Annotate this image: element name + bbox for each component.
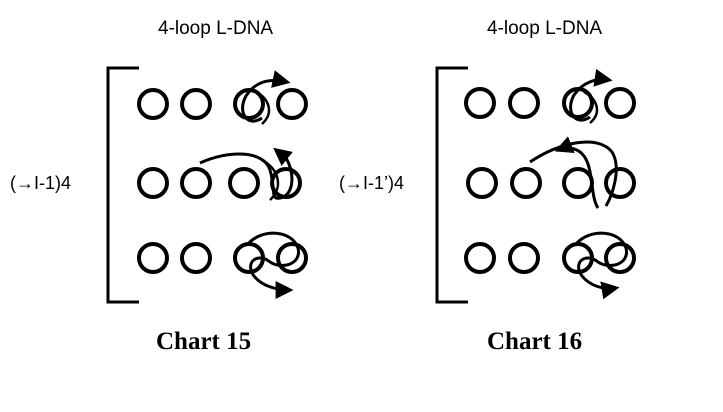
strand-arrow — [241, 70, 291, 123]
row-3-chart-15 — [137, 231, 308, 299]
loop-circle — [276, 242, 308, 274]
loop-circle — [508, 242, 540, 274]
strand-arrow — [574, 231, 628, 300]
bracket-chart-16 — [435, 66, 468, 304]
caption-chart-16: Chart 16 — [487, 328, 583, 355]
chart-15-diagram — [106, 66, 308, 304]
strand-arrow — [199, 147, 294, 200]
strand-tail — [583, 90, 599, 124]
strand-arrow — [246, 231, 300, 299]
caption-chart-15: Chart 15 — [156, 328, 252, 355]
loop-circle — [180, 242, 212, 274]
row-1-chart-15 — [137, 70, 308, 125]
strand-arrow — [569, 68, 613, 122]
loop-circle — [180, 88, 212, 120]
loop-circle — [464, 87, 496, 119]
chart-16-diagram — [435, 66, 636, 304]
loop-circle — [604, 242, 636, 274]
loop-circle — [137, 88, 169, 120]
side-label-chart-16: (→I-1’)4 — [339, 173, 405, 193]
loop-circle — [137, 167, 169, 199]
loop-circle — [510, 167, 542, 199]
strand-arrow — [554, 136, 600, 209]
strand-tail — [255, 90, 271, 125]
panel-title-chart-16: 4-loop L-DNA — [487, 18, 603, 39]
loop-circle — [604, 167, 636, 199]
loop-circle — [464, 242, 496, 274]
row-1-chart-16 — [464, 68, 636, 124]
loop-circle — [508, 87, 540, 119]
loop-circle — [137, 242, 169, 274]
side-label-chart-15: (→I-1)4 — [10, 173, 72, 193]
loop-circle — [228, 167, 260, 199]
loop-circle — [180, 167, 212, 199]
loop-circle — [562, 167, 594, 199]
row-2-chart-15 — [137, 147, 302, 201]
panel-title-chart-15: 4-loop L-DNA — [158, 18, 274, 39]
row-3-chart-16 — [464, 231, 636, 300]
loop-circle — [466, 167, 498, 199]
strand-tail — [261, 158, 280, 201]
row-2-chart-16 — [466, 136, 636, 209]
loop-circle — [604, 87, 636, 119]
loop-circle — [276, 88, 308, 120]
bracket-chart-15 — [106, 66, 139, 304]
